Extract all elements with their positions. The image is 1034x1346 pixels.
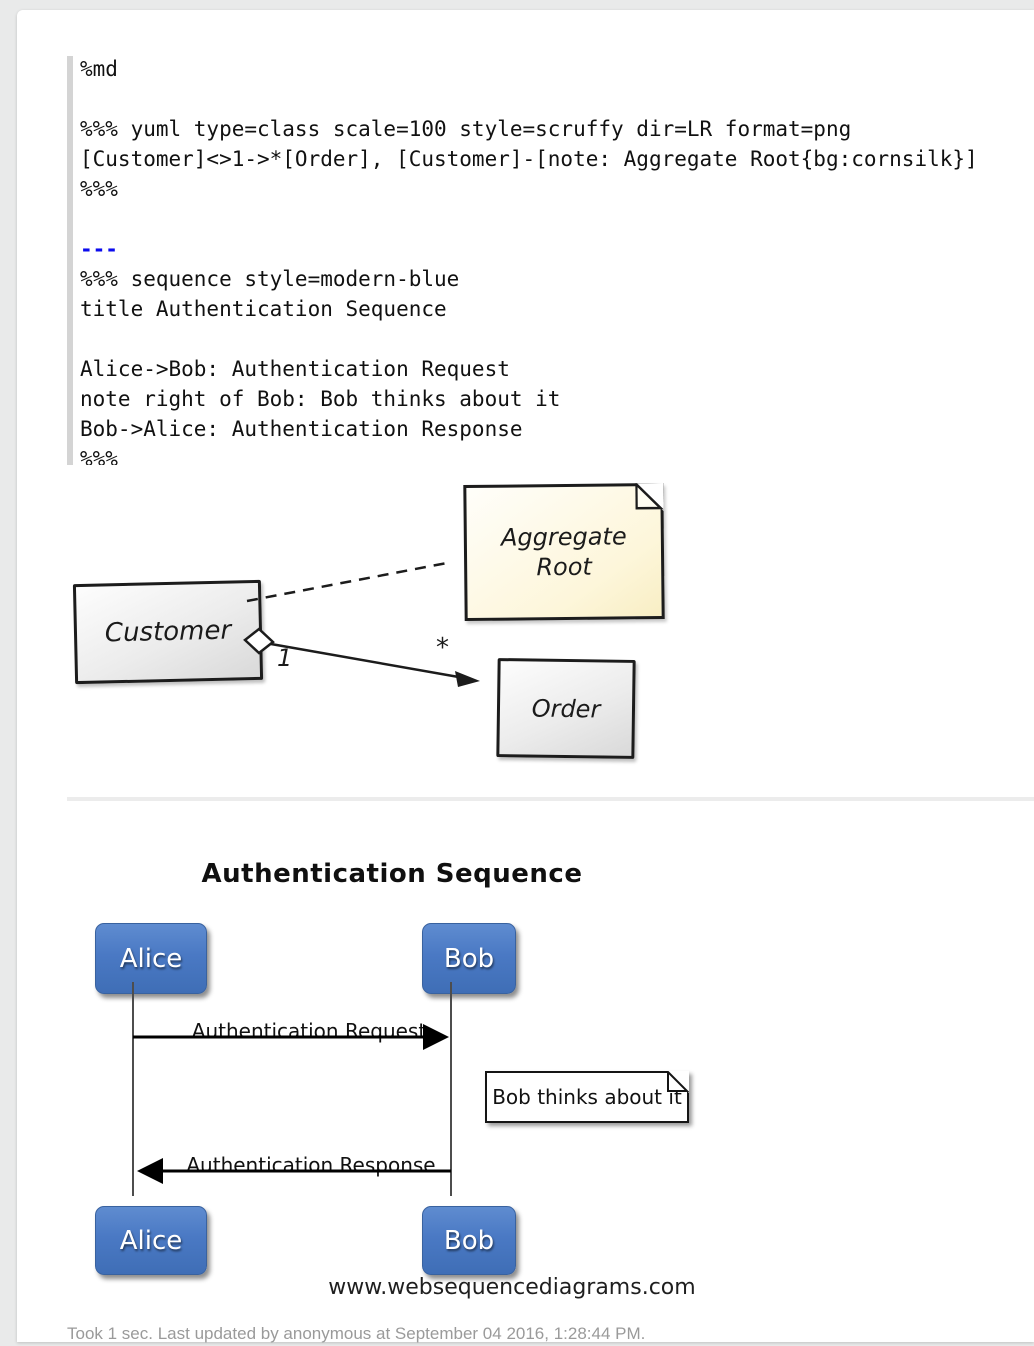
cell-status-text: Took 1 sec. Last updated by anonymous at…	[67, 1324, 646, 1343]
uml-note-aggregate-root: Aggregate Root	[463, 482, 665, 622]
uml-class-customer-label: Customer	[104, 615, 232, 649]
sequence-diagram-title: Authentication Sequence	[201, 859, 583, 889]
message-label-request: Authentication Request	[191, 1019, 427, 1043]
code-line-markdown-rule: ---	[80, 237, 118, 261]
websequencediagrams-watermark: www.websequencediagrams.com	[328, 1275, 696, 1300]
cell-gutter-bar	[67, 56, 73, 465]
code-line: title Authentication Sequence	[80, 297, 447, 321]
folded-corner-icon	[635, 482, 664, 511]
uml-class-order-label: Order	[531, 694, 601, 723]
sequence-note-text: Bob thinks about it	[492, 1085, 682, 1109]
code-line: %%%	[80, 447, 118, 465]
notebook-cell-card: %md %%% yuml type=class scale=100 style=…	[17, 10, 1034, 1343]
code-line: note right of Bob: Bob thinks about it	[80, 387, 561, 411]
code-line: %%% yuml type=class scale=100 style=scru…	[80, 117, 852, 141]
sequence-note-box: Bob thinks about it	[485, 1071, 689, 1123]
code-editor[interactable]: %md %%% yuml type=class scale=100 style=…	[80, 54, 1030, 465]
code-line: %md	[80, 57, 118, 81]
code-line	[80, 324, 1030, 354]
code-line	[80, 84, 1030, 114]
uml-note-label: Aggregate Root	[500, 522, 627, 582]
uml-class-order: Order	[496, 658, 636, 759]
actor-box-alice-top: Alice	[95, 923, 207, 994]
actor-box-alice-bottom: Alice	[95, 1206, 207, 1275]
actor-label: Alice	[119, 1225, 183, 1256]
code-line: Bob->Alice: Authentication Response	[80, 417, 523, 441]
actor-box-bob-top: Bob	[422, 923, 516, 994]
actor-label: Bob	[443, 943, 495, 974]
code-line: Alice->Bob: Authentication Request	[80, 357, 510, 381]
actor-label: Alice	[119, 943, 183, 974]
markdown-horizontal-rule	[67, 797, 1034, 801]
code-line	[80, 204, 1030, 234]
folded-corner-icon	[667, 1071, 689, 1093]
code-line: [Customer]<>1->*[Order], [Customer]-[not…	[80, 147, 978, 171]
code-line: %%% sequence style=modern-blue	[80, 267, 460, 291]
message-label-response: Authentication Response	[186, 1153, 436, 1177]
actor-label: Bob	[443, 1225, 495, 1256]
code-line: %%%	[80, 177, 118, 201]
uml-class-customer: Customer	[72, 579, 264, 685]
actor-box-bob-bottom: Bob	[422, 1206, 516, 1275]
